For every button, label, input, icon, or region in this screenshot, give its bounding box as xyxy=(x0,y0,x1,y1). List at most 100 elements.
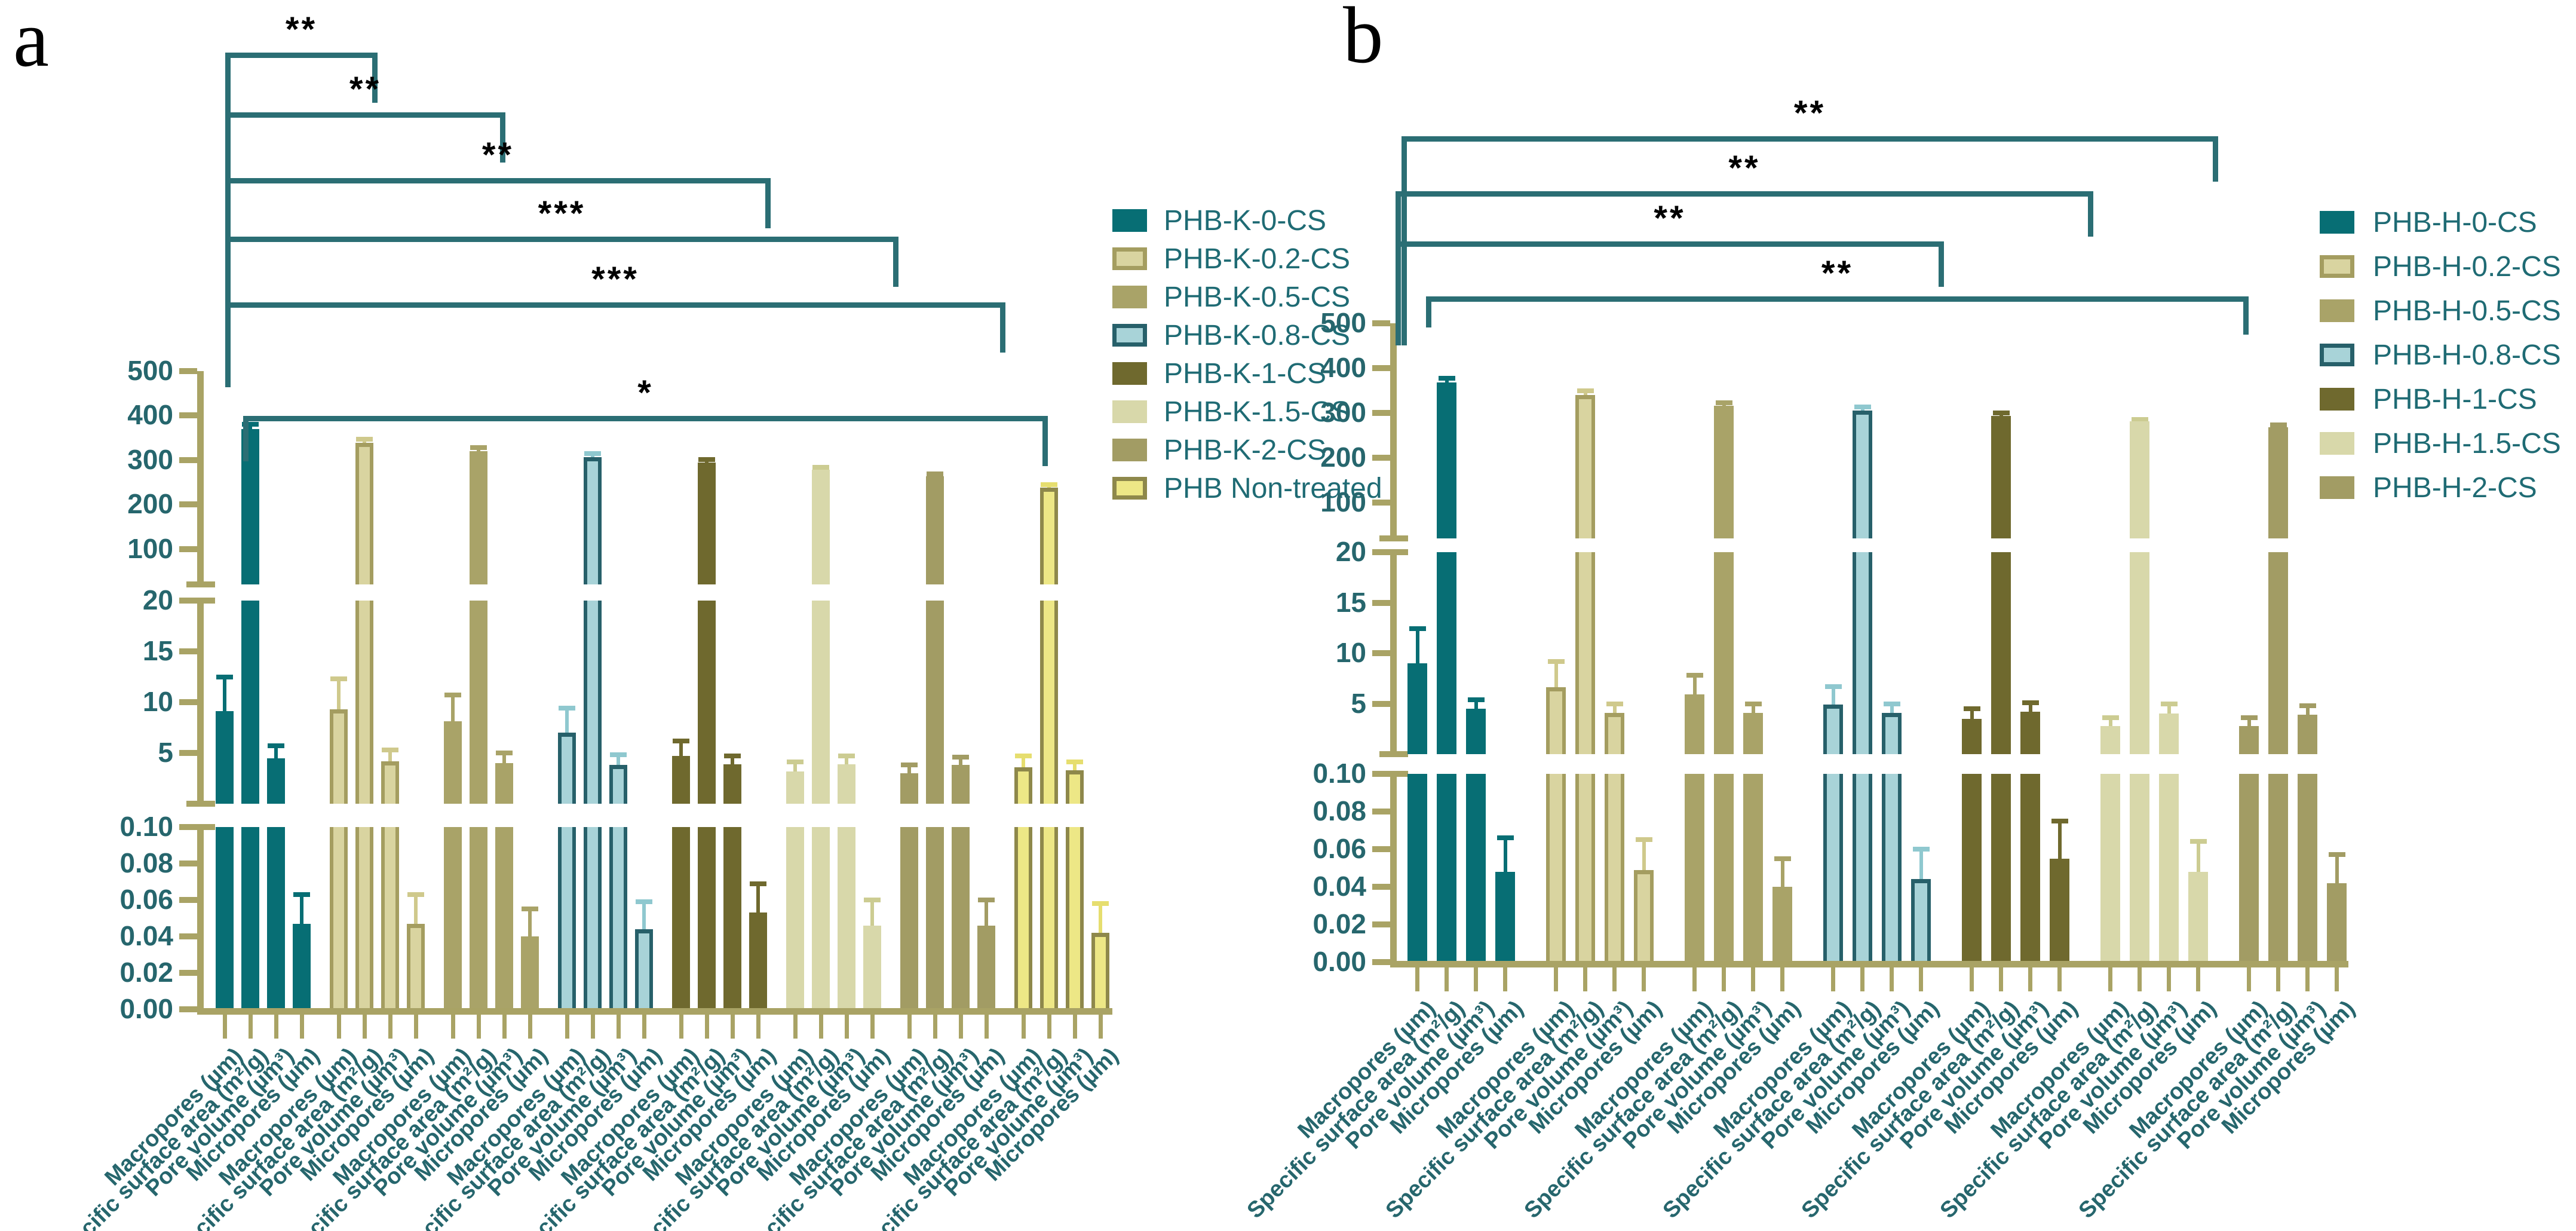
bar xyxy=(952,765,970,804)
error-bar-cap xyxy=(2270,422,2287,428)
y-axis-line xyxy=(197,601,204,804)
y-tick xyxy=(179,457,197,463)
bar xyxy=(1407,774,1427,962)
bar xyxy=(1495,871,1515,962)
x-tick xyxy=(1072,1015,1077,1039)
y-tick-label: 15 xyxy=(1335,586,1366,618)
x-tick xyxy=(1415,967,1419,991)
error-bar-cap xyxy=(242,422,259,427)
y-tick xyxy=(179,750,197,756)
y-tick-label: 200 xyxy=(127,488,173,520)
bar xyxy=(2100,725,2120,754)
legend-item: PHB-K-1.5-CS xyxy=(1112,398,1363,439)
error-bar xyxy=(2108,718,2112,731)
y-axis-break-cap xyxy=(1379,771,1408,777)
bar xyxy=(609,827,627,1009)
bar xyxy=(1066,827,1084,1009)
bar xyxy=(1437,382,1456,538)
error-bar-cap xyxy=(1744,701,1762,706)
legend-item: PHB-H-2-CS xyxy=(2320,472,2571,520)
error-bar xyxy=(2167,703,2171,719)
significance-label: ** xyxy=(349,70,382,109)
bar xyxy=(1882,774,1902,962)
y-tick-label: 20 xyxy=(1335,536,1366,567)
significance-bracket-left-drop xyxy=(243,416,249,461)
y-tick xyxy=(1372,884,1390,890)
error-bar xyxy=(2247,718,2251,731)
y-tick xyxy=(179,501,197,508)
bar xyxy=(495,827,513,1009)
bar xyxy=(1743,712,1763,754)
bar xyxy=(812,470,830,584)
x-tick xyxy=(870,1015,875,1039)
bar xyxy=(749,912,767,1009)
bar xyxy=(2327,883,2347,962)
y-axis-break-cap xyxy=(186,581,215,587)
legend-swatch xyxy=(1112,400,1147,423)
bar xyxy=(2020,712,2040,754)
significance-label: ** xyxy=(1654,199,1686,238)
bar xyxy=(1546,774,1566,962)
y-tick xyxy=(1372,455,1390,461)
error-bar xyxy=(1073,762,1077,775)
bar xyxy=(584,601,602,804)
y-tick xyxy=(179,648,197,654)
y-axis-break-cap xyxy=(1379,549,1408,555)
x-tick xyxy=(2138,967,2142,991)
significance-bracket-right-drop xyxy=(893,237,898,287)
error-bar xyxy=(1780,858,1784,892)
bar xyxy=(330,709,348,804)
bar xyxy=(1911,879,1931,962)
error-bar xyxy=(1612,703,1617,718)
error-bar-cap xyxy=(1686,673,1703,678)
legend-swatch xyxy=(2320,432,2354,455)
legend-label: PHB-H-2-CS xyxy=(2373,472,2537,504)
bar xyxy=(1040,827,1058,1009)
significance-bracket-right-drop xyxy=(765,178,771,228)
bar xyxy=(812,827,830,1009)
y-tick-label: 0.06 xyxy=(1312,833,1366,864)
bar xyxy=(355,443,373,584)
x-tick xyxy=(336,1015,341,1039)
error-bar-cap xyxy=(356,436,373,442)
error-bar xyxy=(414,894,418,929)
significance-bracket-left-drop xyxy=(1402,136,1407,345)
bar xyxy=(2159,774,2179,962)
bar xyxy=(1991,415,2011,538)
legend-item: PHB-H-0.5-CS xyxy=(2320,297,2571,344)
significance-bracket-line xyxy=(1402,136,2218,142)
bar xyxy=(1407,663,1427,754)
error-bar-cap xyxy=(2160,701,2178,706)
bar xyxy=(698,463,716,584)
error-bar xyxy=(1099,904,1102,938)
legend-item: PHB-H-0-CS xyxy=(2320,207,2571,255)
bar xyxy=(1685,694,1704,754)
error-bar-cap xyxy=(1015,754,1032,759)
error-bar-cap xyxy=(330,676,347,681)
significance-bracket-left-drop xyxy=(1426,296,1431,327)
y-tick-label: 0.08 xyxy=(1312,795,1366,826)
error-bar-cap xyxy=(1715,400,1732,405)
legend-swatch xyxy=(1112,209,1147,232)
error-bar xyxy=(1554,661,1558,693)
error-bar-cap xyxy=(673,738,689,743)
legend-label: PHB-H-0.8-CS xyxy=(2373,339,2561,371)
error-bar xyxy=(451,695,455,727)
error-bar xyxy=(2196,841,2200,877)
legend-label: PHB-H-0-CS xyxy=(2373,207,2537,238)
error-bar xyxy=(502,753,506,768)
x-tick xyxy=(2305,967,2310,991)
x-tick xyxy=(907,1015,912,1039)
bar xyxy=(1091,932,1109,1009)
x-tick xyxy=(1612,967,1617,991)
error-bar-cap xyxy=(1774,856,1791,861)
bar xyxy=(1605,712,1624,754)
error-bar-cap xyxy=(1912,847,1930,852)
bar xyxy=(609,765,627,804)
x-tick xyxy=(1583,967,1587,991)
y-tick xyxy=(1372,500,1390,506)
bar xyxy=(444,721,462,804)
significance-bracket-line xyxy=(243,416,1048,421)
significance-bracket-right-drop xyxy=(372,53,378,103)
